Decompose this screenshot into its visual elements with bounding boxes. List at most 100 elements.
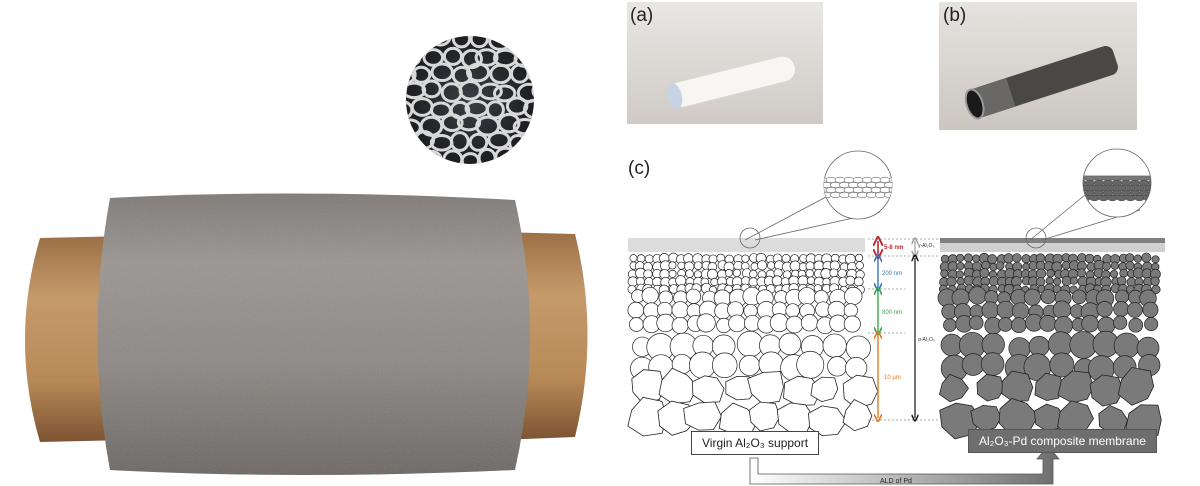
particle [767,261,776,270]
particle [981,260,991,270]
particle [853,276,864,287]
particle [685,288,702,304]
particle [741,254,750,263]
particle [1112,315,1128,330]
particle [970,404,1002,432]
particle [939,373,969,403]
particle [806,276,816,285]
particle [747,371,784,405]
foam-cell [440,113,464,132]
magnified-grain [1129,179,1141,187]
pd-layer [940,238,1165,243]
magnified-grain [1116,194,1127,202]
particle [1053,277,1062,286]
magnified-grain [866,191,877,199]
particle [683,401,722,431]
particle [1069,276,1078,285]
particle [668,261,677,270]
magnified-grain [848,191,859,199]
particle [842,398,873,432]
particle [677,261,686,270]
virgin-support-label: Virgin Al₂O₃ support [691,431,820,455]
foam-cell [531,80,534,102]
foam-cell [421,79,442,99]
particle [843,315,861,333]
magnified-grain [1107,184,1118,192]
magnified-grain [857,191,868,199]
particle [837,268,847,278]
particle [943,318,957,332]
magnified-grain [830,181,841,189]
magnified-grain [884,191,892,199]
particle [1150,276,1160,286]
particle [972,254,981,263]
particle [1126,277,1137,287]
magnified-grain [1083,184,1091,192]
particle [771,275,783,287]
particle [708,254,718,264]
magnified-grain [1107,194,1118,202]
magnified-grain [1116,184,1127,192]
particle [1109,269,1119,279]
particle [981,301,1000,319]
particle [845,275,856,286]
virgin-support-particles [627,252,879,437]
magnified-grain [861,176,873,184]
foam-microstructure-inset [406,36,534,164]
magnified-grain [1129,189,1141,197]
particle [1081,314,1099,333]
photo-a-virgin-tube: (a) [627,2,823,124]
particle [644,254,654,264]
particle [1001,370,1034,402]
foam-cell [411,65,432,84]
particle [1125,261,1135,271]
particle [1151,255,1160,264]
particle [968,286,987,305]
particle [827,356,848,377]
magnified-grain [1153,185,1163,191]
particle [641,286,659,305]
particle [658,367,699,405]
particle [1028,335,1050,357]
magnified-grain [1098,184,1109,192]
foam-cell [422,48,445,67]
particle [800,314,819,332]
magnified-grain [852,186,864,194]
magnified-grain [843,176,855,184]
magnified-grain [884,181,892,189]
magnified-grain [1120,189,1132,197]
particle [1113,301,1130,317]
particle [805,261,815,271]
particle [685,269,694,278]
magnified-grain [888,176,892,184]
magnified-grain [848,181,859,189]
particle [963,275,974,286]
gamma-layer-composite [940,243,1165,252]
magnified-grain [1084,179,1096,187]
composite-membrane-label: Al₂O₃-Pd composite membrane [968,429,1157,453]
particle [710,277,719,287]
ald-label: ALD of Pd [880,478,912,485]
magnified-grain [1089,194,1100,202]
particle [668,269,677,278]
particle [805,269,814,278]
particle [781,253,791,263]
particle [757,260,768,271]
particle [946,276,957,287]
particle [1034,372,1065,402]
particle [724,269,733,278]
magnifier-composite [1025,148,1163,249]
particle [855,261,864,270]
magnified-grain [875,181,886,189]
particle [1125,253,1135,263]
particle [968,315,984,331]
magnified-grain [839,191,850,199]
magnified-grain [1120,179,1132,187]
metal-foam-cylinder-photo [25,36,588,476]
label-alpha-al2o3: α-Al₂O₃ [918,337,935,343]
particle [748,401,781,432]
particle [1046,269,1055,278]
particle [656,313,675,333]
panel-label-b: (b) [943,5,967,26]
magnified-grain [824,186,828,194]
